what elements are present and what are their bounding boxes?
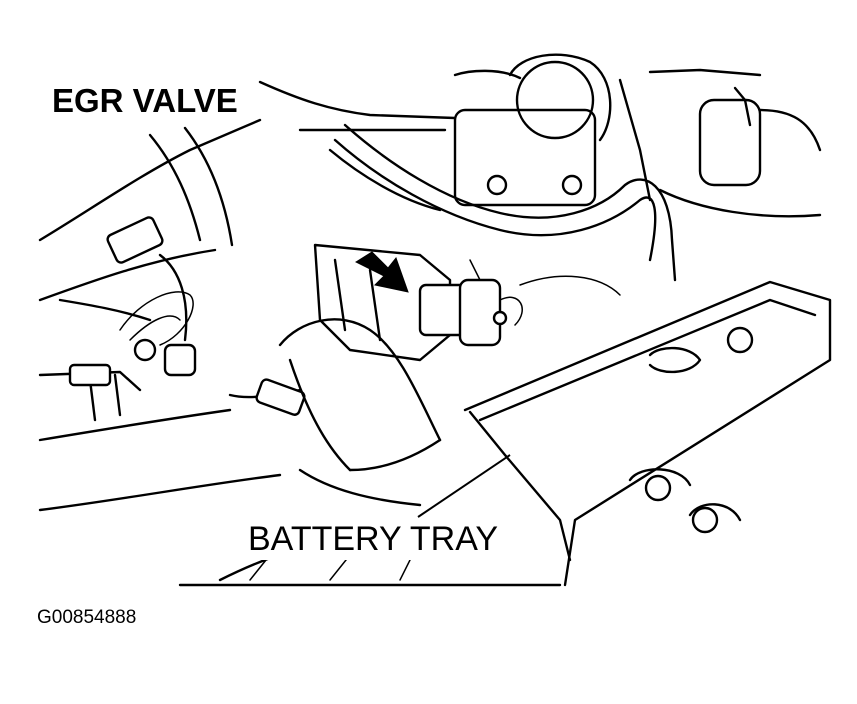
coolant-hose bbox=[333, 123, 677, 282]
battery-tray-leader-line bbox=[417, 454, 511, 518]
engine-upper-components bbox=[38, 53, 822, 302]
egr-valve-label: EGR VALVE bbox=[50, 82, 242, 119]
egr-valve-body bbox=[313, 243, 621, 362]
figure-code: G00854888 bbox=[37, 607, 137, 628]
battery-tray-label: BATTERY TRAY bbox=[246, 520, 505, 560]
battery-tray bbox=[463, 280, 832, 587]
callout-arrow-icon bbox=[354, 251, 409, 293]
left-side-wiring bbox=[38, 216, 306, 512]
